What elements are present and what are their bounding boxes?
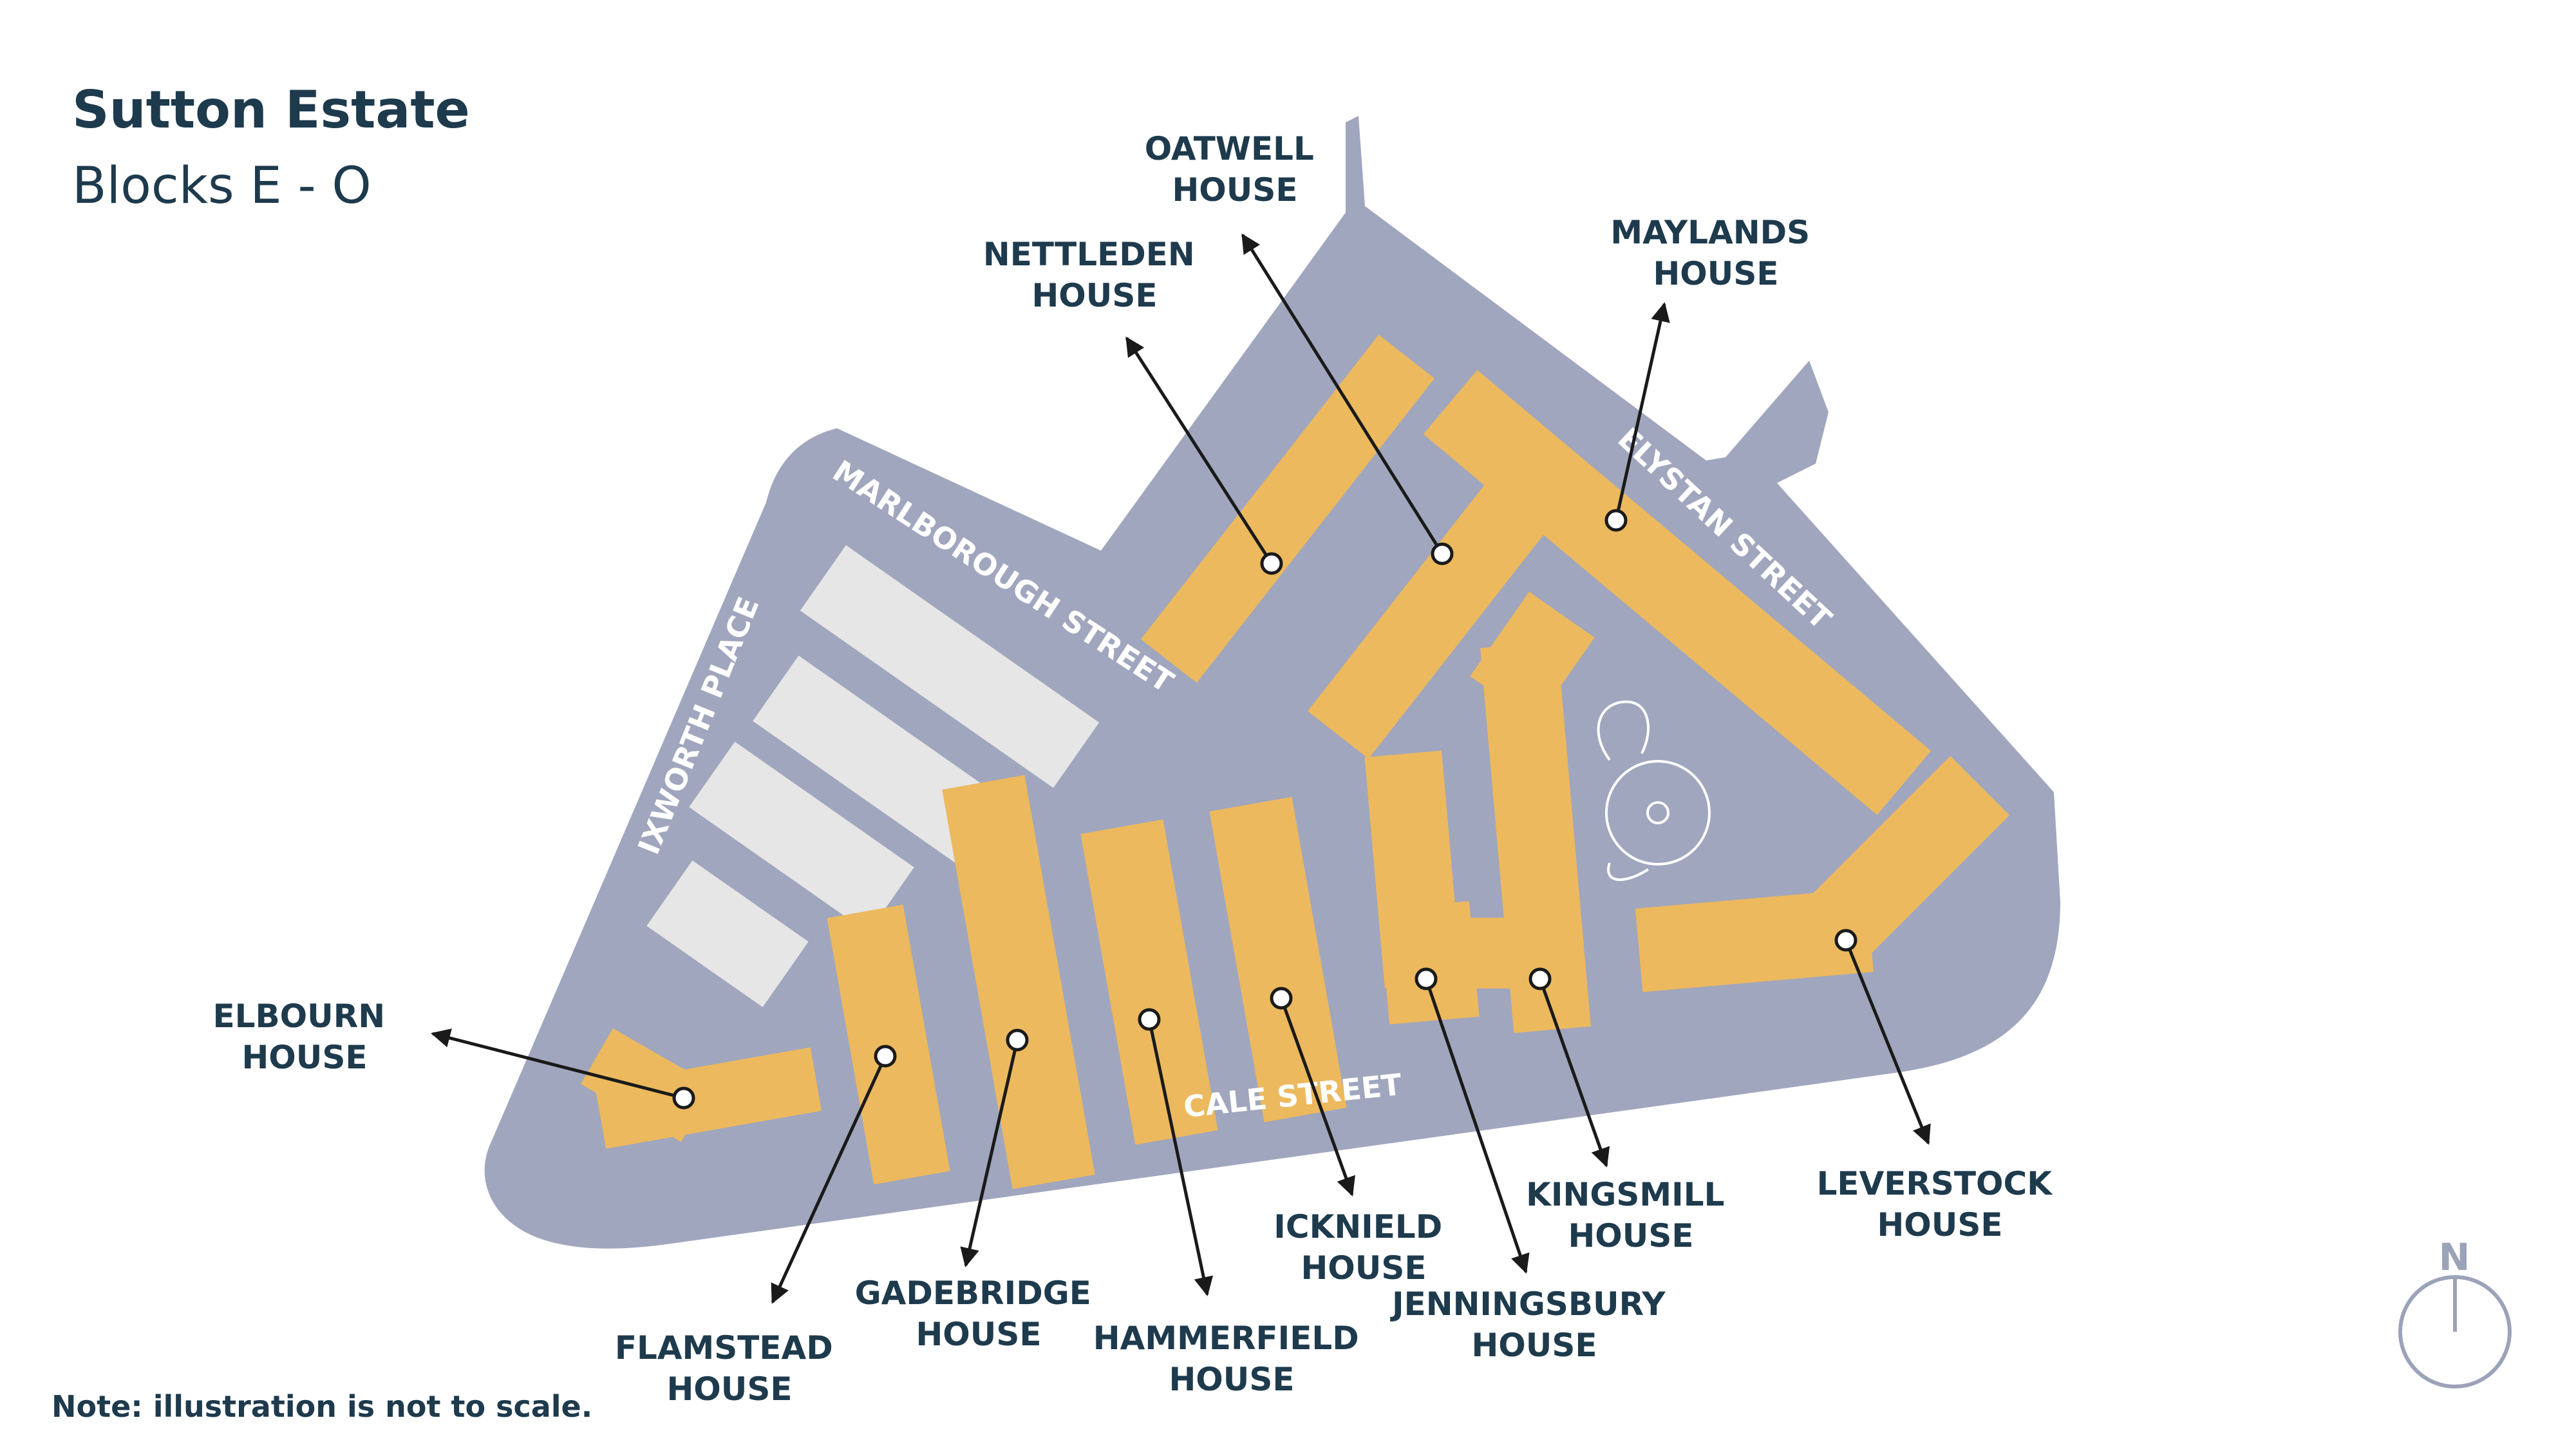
flamstead-marker[interactable] (874, 1045, 897, 1068)
jenningsbury-leader (1424, 978, 1530, 1274)
icknield-label-line2: HOUSE (1301, 1249, 1426, 1287)
kingsmill-leader (1538, 978, 1610, 1168)
kingsmill-house-top (1470, 591, 1595, 723)
maylands-marker[interactable] (1604, 509, 1628, 532)
hammerfield-label-line1: HAMMERFIELD (1093, 1320, 1359, 1357)
leverstock-label-line2: HOUSE (1877, 1206, 2002, 1244)
nettleden-label-line2: HOUSE (1031, 277, 1157, 314)
gadebridge-marker[interactable] (1006, 1028, 1029, 1052)
jenningsbury-label: JENNINGSBURY HOUSE (1390, 1285, 1677, 1364)
oatwell-house-block (1308, 477, 1551, 759)
icknield-leader (1279, 998, 1355, 1197)
garden-path (1607, 862, 1650, 881)
oatwell-marker[interactable] (1431, 542, 1454, 565)
maylands-label-line1: MAYLANDS (1610, 214, 1810, 251)
oatwell-label: OATWELL HOUSE (1145, 130, 1326, 209)
north-label: N (2439, 1235, 2470, 1279)
jenningsbury-label-line1: JENNINGSBURY (1390, 1285, 1666, 1323)
gadebridge-label: GADEBRIDGE HOUSE (855, 1274, 1103, 1353)
hammerfield-label: HAMMERFIELD HOUSE (1093, 1320, 1370, 1398)
leverstock-label: LEVERSTOCK HOUSE (1817, 1165, 2064, 1244)
block-markers (672, 509, 1857, 1110)
garden-centre (1646, 801, 1669, 824)
maylands-leader (1614, 302, 1670, 521)
hammerfield-label-line2: HOUSE (1169, 1361, 1294, 1398)
page-subtitle: Blocks E - O (72, 157, 371, 215)
gadebridge-house-block (942, 775, 1095, 1189)
maylands-house-block (1423, 370, 1932, 815)
gadebridge-label-line2: HOUSE (916, 1316, 1041, 1353)
highlighted-blocks (581, 334, 2010, 1189)
hammerfield-marker[interactable] (1138, 1008, 1161, 1031)
oatwell-leader (1241, 233, 1444, 555)
elbourn-house-wing (581, 1028, 713, 1142)
garden-path (1597, 700, 1650, 761)
nettleden-label-line1: NETTLEDEN (983, 236, 1195, 273)
maylands-label-line2: HOUSE (1653, 255, 1778, 292)
scale-note: Note: illustration is not to scale. (52, 1389, 592, 1424)
compass-ring-icon (2398, 1275, 2512, 1388)
leader-lines (431, 233, 1931, 1304)
nettleden-marker[interactable] (1260, 552, 1283, 575)
elbourn-label: ELBOURN HOUSE (213, 998, 397, 1076)
kingsmill-marker[interactable] (1528, 967, 1552, 990)
other-block (689, 741, 914, 933)
north-compass: N (2398, 1235, 2512, 1388)
leverstock-leader (1844, 940, 1931, 1145)
block-labels: OATWELL HOUSE NETTLEDEN HOUSE MAYLANDS H… (213, 130, 2064, 1408)
icknield-marker[interactable] (1270, 987, 1293, 1010)
kingsmill-label-line1: KINGSMILL (1526, 1176, 1724, 1213)
oatwell-label-line1: OATWELL (1145, 130, 1314, 167)
garden-feature (1597, 700, 1711, 881)
jenningsbury-label-line2: HOUSE (1471, 1327, 1597, 1364)
nettleden-label: NETTLEDEN HOUSE (983, 236, 1206, 314)
oatwell-label-line2: HOUSE (1172, 171, 1297, 209)
flamstead-label-line2: HOUSE (666, 1370, 792, 1408)
hammerfield-house-block (1080, 819, 1218, 1145)
garden-circle (1605, 760, 1711, 866)
icknield-house-block (1209, 797, 1347, 1122)
leverstock-label-line1: LEVERSTOCK (1817, 1165, 2054, 1202)
leverstock-marker[interactable] (1834, 929, 1857, 952)
other-blocks (646, 545, 1100, 1007)
other-block (800, 545, 1100, 788)
hammerfield-leader (1147, 1019, 1214, 1296)
flamstead-label-line1: FLAMSTEAD (615, 1329, 833, 1367)
elbourn-marker[interactable] (672, 1086, 695, 1110)
icknield-label: ICKNIELD HOUSE (1274, 1208, 1453, 1287)
elbourn-label-line1: ELBOURN (213, 998, 386, 1035)
gadebridge-label-line1: GADEBRIDGE (855, 1274, 1091, 1312)
icknield-label-line1: ICKNIELD (1274, 1208, 1442, 1245)
leverstock-house-wing (1795, 755, 2010, 971)
kingsmill-label-line2: HOUSE (1568, 1217, 1693, 1255)
kingsmill-label: KINGSMILL HOUSE (1526, 1176, 1736, 1255)
elbourn-label-line2: HOUSE (241, 1039, 367, 1076)
page-title: Sutton Estate (72, 80, 470, 140)
flamstead-label: FLAMSTEAD HOUSE (615, 1329, 844, 1408)
other-block (646, 860, 809, 1007)
flamstead-leader (771, 1055, 887, 1304)
nettleden-leader (1125, 336, 1274, 565)
flamstead-house-block (827, 904, 950, 1185)
gadebridge-leader (960, 1039, 1019, 1267)
elbourn-leader (431, 1028, 684, 1100)
jenningsbury-marker[interactable] (1415, 967, 1438, 990)
maylands-label: MAYLANDS HOUSE (1610, 214, 1821, 292)
kingsmill-house-link (1416, 918, 1545, 989)
